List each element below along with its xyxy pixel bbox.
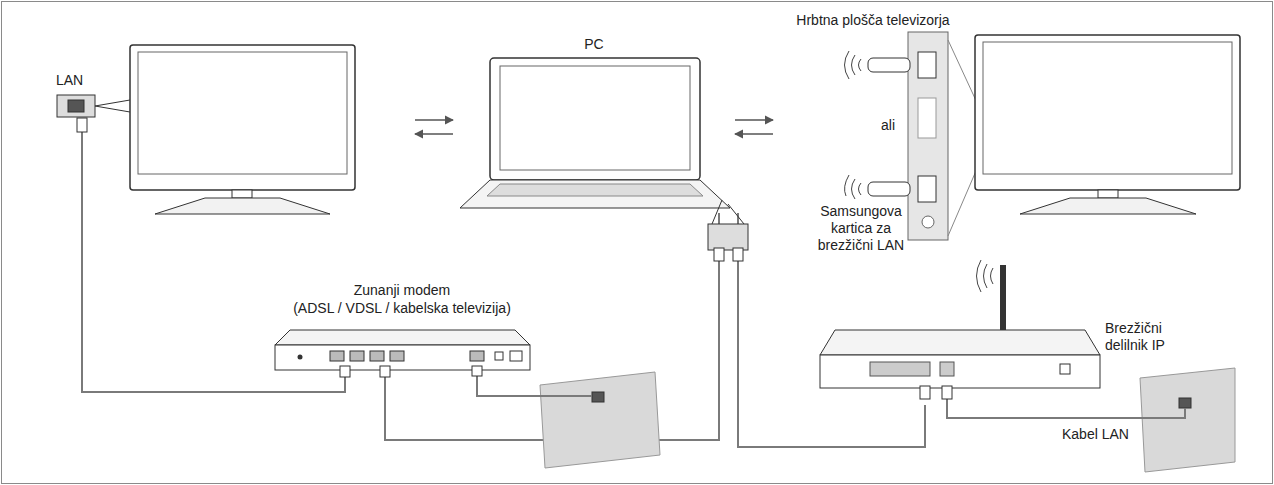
lan-cable (947, 398, 1185, 418)
wifi-waves (977, 260, 994, 292)
wifi-waves (845, 51, 862, 79)
lan-plug (733, 248, 743, 261)
device-group: Brezžični delilnik IP (815, 262, 1199, 405)
leader-line (728, 204, 744, 224)
device-label: Hrbtna plošča televizorja (778, 12, 968, 29)
modem-port (350, 351, 364, 361)
modem-port (370, 351, 384, 361)
caption-label: Samsungova kartica za brezžični LAN (804, 203, 918, 254)
data-flow-arrows (735, 120, 773, 134)
tv-neck (1098, 190, 1118, 198)
data-flow-arrows (415, 120, 453, 134)
caption-label: ali (881, 117, 911, 134)
wall-jack (592, 392, 604, 402)
arrow-line (415, 133, 453, 134)
modem-front (275, 345, 530, 370)
router-antenna (1000, 265, 1006, 331)
usb-port (918, 52, 936, 78)
modem-port (330, 351, 344, 361)
lan-port-callout (57, 95, 95, 117)
wireless-lan-dongle (868, 58, 910, 72)
lan-plug (77, 118, 87, 132)
wall-jack (1179, 398, 1191, 408)
device-group: LAN (50, 68, 410, 218)
router-port (940, 362, 954, 376)
tv-stand (1020, 198, 1196, 214)
tv-frame (130, 45, 355, 190)
lan-port (68, 100, 84, 112)
lan-port-callout (708, 224, 748, 250)
panel-jack (922, 216, 934, 228)
laptop-lid (490, 58, 700, 180)
router-ports (870, 362, 930, 376)
modem-led (298, 355, 303, 360)
cable-stub (81, 130, 83, 218)
wifi-waves (845, 175, 861, 199)
device-label: Zunanji modem (322, 282, 482, 299)
modem-top (275, 330, 530, 345)
tv-screen (983, 42, 1232, 174)
device-group: PC (458, 36, 730, 213)
wall-outlet (540, 372, 660, 468)
tv-frame (975, 35, 1240, 190)
lan-plug (380, 366, 390, 377)
modem-port (470, 351, 484, 361)
tv-back-panel (908, 32, 948, 240)
panel-port (918, 98, 936, 138)
lan-plug (920, 386, 930, 399)
lan-plug (942, 386, 952, 399)
device-label: (ADSL / VDSL / kabelska televizija) (272, 300, 532, 317)
leader-line (712, 200, 722, 224)
wall-outlet (1140, 368, 1235, 472)
modem-power (495, 352, 503, 360)
leader-line (95, 100, 130, 106)
arrow-line (415, 119, 453, 120)
router-front (820, 355, 1100, 388)
caption-label: Kabel LAN (1062, 426, 1142, 443)
laptop-base (460, 180, 730, 208)
lan-plug (340, 366, 350, 377)
usb-port (918, 176, 936, 202)
arrow-line (735, 119, 773, 120)
device-label: Brezžični delilnik IP (1105, 320, 1195, 354)
tv-neck (232, 190, 252, 198)
modem-port (390, 351, 404, 361)
tv-stand (155, 198, 330, 214)
tv-screen (138, 52, 347, 174)
router-top (820, 330, 1100, 355)
arrow-line (735, 133, 773, 134)
device-label: PC (564, 36, 624, 53)
leader-line (95, 106, 130, 112)
cable (477, 372, 592, 396)
lan-plug (714, 248, 724, 261)
router-power (1060, 364, 1070, 374)
lan-plug (472, 366, 482, 376)
device-label: LAN (56, 72, 106, 89)
laptop-keyboard (487, 184, 703, 196)
laptop-screen (500, 66, 690, 170)
modem-switch (510, 351, 522, 361)
device-group: Zunanji modem(ADSL / VDSL / kabelska tel… (270, 282, 536, 375)
wireless-lan-dongle (868, 182, 910, 196)
